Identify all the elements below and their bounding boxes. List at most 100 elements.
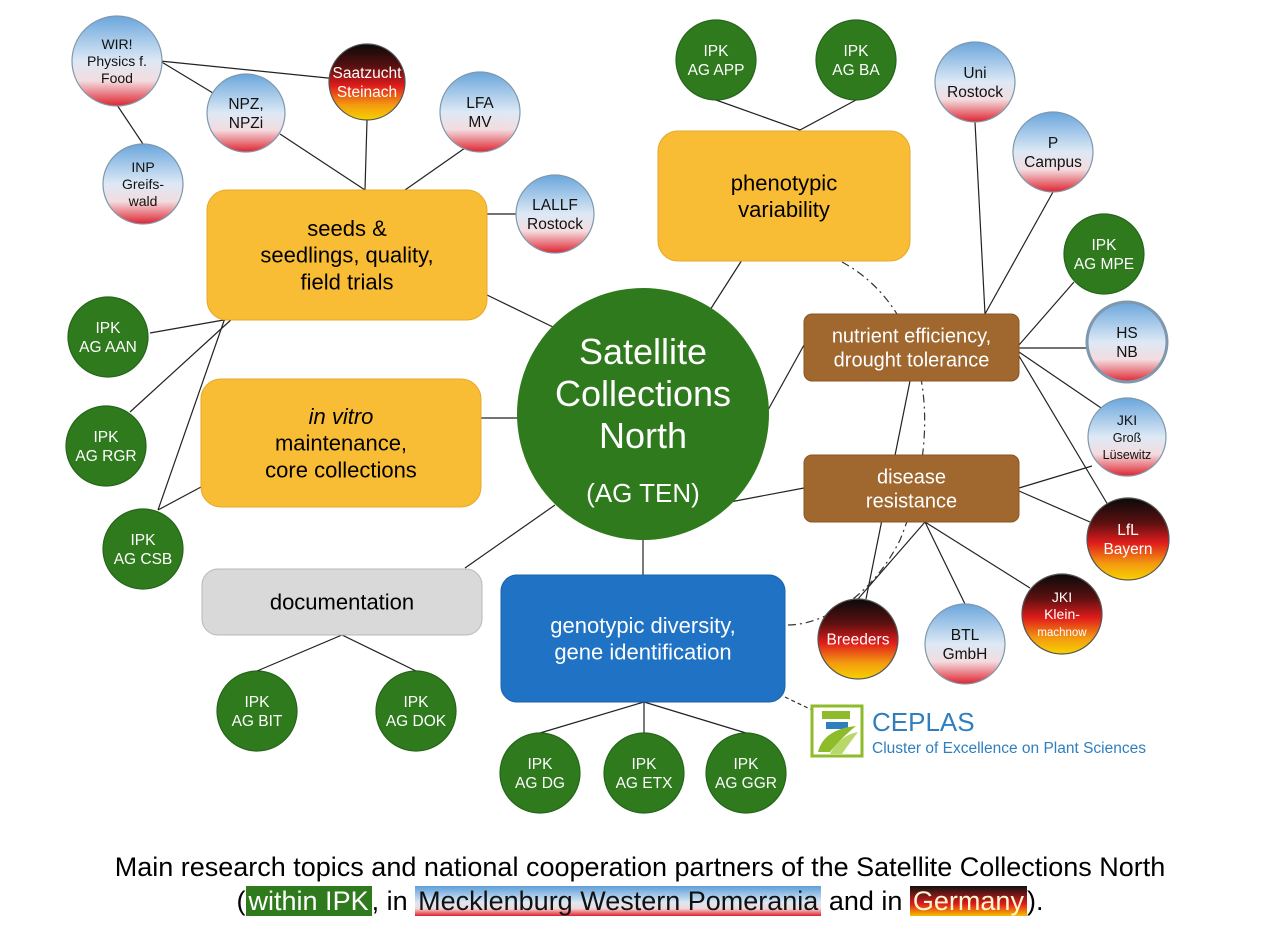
connector-line: [1018, 355, 1109, 506]
partner-csb: IPK AG CSB: [102, 508, 184, 590]
topic-box: [200, 378, 482, 508]
ceplas-logo-bar: [822, 711, 850, 719]
partner-label-line: IPK: [131, 532, 157, 549]
partner-label-line: LFA: [466, 95, 494, 112]
partner-circle: [675, 19, 757, 101]
connector-line: [1018, 490, 1091, 523]
partner-label-line: HS: [1116, 325, 1138, 342]
partner-label-line: Campus: [1024, 154, 1082, 171]
topic-box: [803, 313, 1020, 382]
center-title-line: Collections: [555, 373, 731, 414]
partner-label-line: Groß: [1113, 431, 1142, 445]
connector-line: [539, 701, 645, 734]
partner-circle: [1087, 397, 1167, 477]
partner-label-line: AG MPE: [1074, 256, 1134, 273]
connector-line: [157, 317, 226, 511]
partner-circle: [375, 670, 457, 752]
ceplas-leaf-icon: [830, 732, 858, 754]
connector-line: [1018, 465, 1093, 489]
topic-label-line: nutrient efficiency,: [832, 325, 991, 347]
partner-label-line: INP: [131, 159, 154, 175]
connector-line: [799, 99, 857, 131]
partner-circle: [102, 143, 184, 225]
partner-label-line: AG GGR: [715, 775, 777, 792]
partner-label-line: AG CSB: [114, 551, 173, 568]
partner-breeders: Breeders: [817, 598, 899, 680]
center-subtitle: (AG TEN): [586, 478, 700, 508]
connector-line: [974, 121, 986, 315]
partner-label-line: WIR!: [101, 36, 132, 52]
connector-line: [1018, 281, 1075, 346]
topic-box: [803, 454, 1020, 523]
partner-label-line: IPK: [528, 756, 554, 773]
partner-label-line: Uni: [963, 65, 986, 82]
partner-label-line: JKI: [1117, 412, 1137, 428]
legend-mv: Mecklenburg Western Pomerania: [415, 886, 822, 916]
partner-circle: [1012, 111, 1094, 193]
connector-line: [486, 294, 556, 329]
caption-sep-2: and in: [821, 886, 910, 916]
ceplas-name: CEPLAS: [872, 707, 975, 737]
partner-label-line: AG ETX: [616, 775, 674, 792]
connector-line: [924, 521, 1031, 589]
topic-box: [500, 574, 786, 703]
ceplas-logo-bar: [826, 722, 848, 729]
topic-label-line: genotypic diversity,: [550, 613, 735, 638]
topic-label-line: maintenance,: [275, 431, 407, 456]
connector-line: [116, 104, 144, 145]
partner-npz: NPZ,NPZi: [206, 73, 286, 153]
topic-label-line: documentation: [270, 590, 414, 615]
connector-line: [767, 344, 805, 411]
connector-line: [729, 487, 805, 503]
partner-label-line: Lüsewitz: [1103, 448, 1152, 462]
partner-circle: [603, 732, 685, 814]
partner-label-line: AG BIT: [232, 713, 283, 730]
partner-circle: [815, 19, 897, 101]
topic-documentation: documentation: [201, 568, 483, 636]
connector-line: [279, 133, 366, 191]
partner-label-line: LfL: [1117, 522, 1139, 539]
partner-circle: [71, 15, 163, 107]
topic-label-line: gene identification: [554, 640, 731, 665]
partner-circle: [1086, 497, 1170, 581]
topic-label-line: phenotypic: [731, 170, 837, 195]
topic-label-line: variability: [738, 197, 830, 222]
partner-circle: [934, 41, 1016, 123]
connector-line: [643, 701, 747, 734]
connector-line: [464, 504, 556, 569]
partner-circle: [1063, 213, 1145, 295]
partner-circle: [439, 71, 521, 153]
partner-label-line: machnow: [1037, 627, 1087, 639]
partner-label-line: JKI: [1052, 589, 1072, 605]
legend-germany: Germany: [909, 886, 1027, 916]
partner-circle: [1021, 573, 1103, 655]
caption-sep-1: , in: [371, 886, 416, 916]
partner-label-line: NPZi: [229, 115, 263, 132]
caption-open: (: [236, 886, 246, 916]
partner-circle: [1085, 300, 1169, 384]
partner-label-line: IPK: [704, 43, 730, 60]
partner-label-line: wald: [128, 193, 158, 209]
partner-label-line: Physics f.: [87, 53, 147, 69]
partner-circle: [924, 603, 1006, 685]
